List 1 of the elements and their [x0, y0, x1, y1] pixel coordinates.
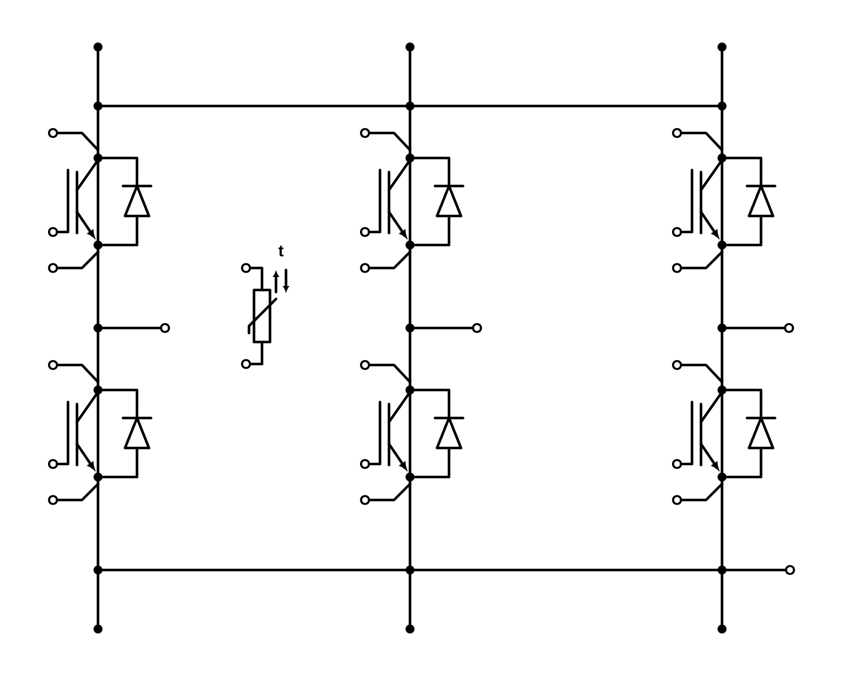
- thermistor-label: t: [278, 246, 284, 256]
